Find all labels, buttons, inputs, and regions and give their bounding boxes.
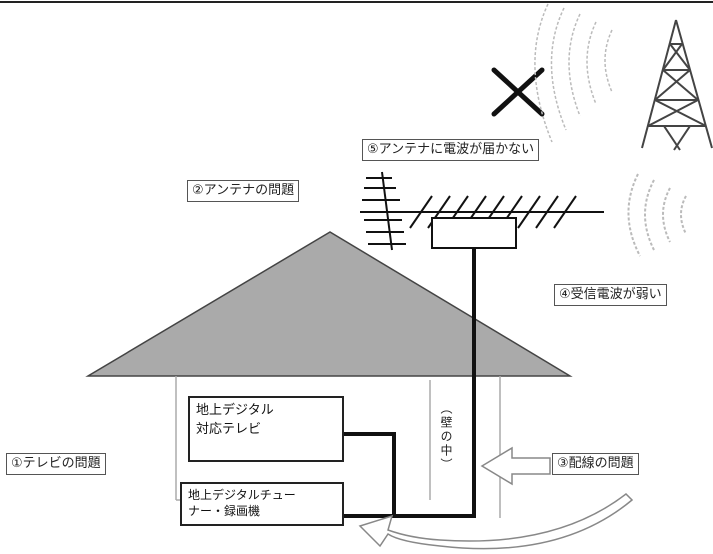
tuner-line1: 地上デジタルチュー [188, 488, 296, 502]
tv-box: 地上デジタル 対応テレビ [188, 396, 344, 462]
tv-line2: 対応テレビ [196, 421, 262, 437]
label-no-signal: ⑤アンテナに電波が届かない [362, 139, 540, 161]
label-tv-problem: ①テレビの問題 [6, 453, 106, 475]
tv-line1: 地上デジタル [196, 403, 274, 418]
wall-interior-label: ︵壁の中︶ [438, 402, 455, 472]
wiring-arrow-left [480, 446, 551, 486]
house-roof [85, 231, 573, 377]
antenna-cable [344, 248, 476, 518]
radio-waves-weak [627, 173, 687, 257]
curved-arrow [358, 493, 634, 550]
wall-paren-close: ︶ [439, 458, 453, 472]
antenna [360, 171, 604, 251]
transmission-tower [641, 19, 713, 151]
tuner-box: 地上デジタルチュー ナー・録画機 [180, 482, 344, 526]
tuner-line2: ナー・録画機 [188, 504, 261, 519]
blocked-x-mark [491, 67, 545, 117]
label-wiring-problem: ③配線の問題 [552, 453, 639, 475]
label-antenna-problem: ②アンテナの問題 [187, 180, 300, 202]
wall-text: 壁の中 [439, 416, 453, 458]
wall-paren-open: ︵ [439, 402, 453, 416]
radio-waves-upper [534, 3, 613, 143]
label-weak-signal: ④受信電波が弱い [554, 284, 667, 306]
